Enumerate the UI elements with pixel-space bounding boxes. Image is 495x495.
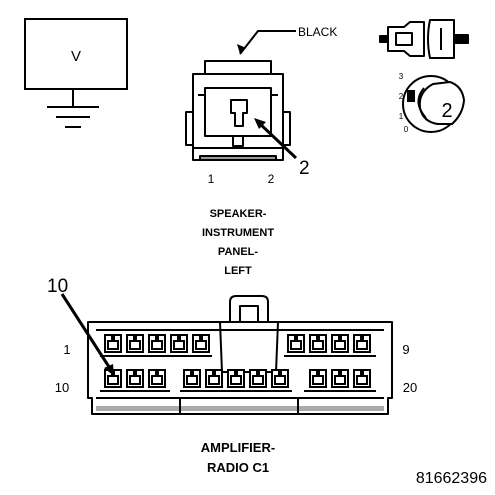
amp-row-label-top-left: 1 [63, 342, 70, 357]
connector-latch [230, 99, 248, 127]
speaker-pin-label-2: 2 [268, 172, 275, 186]
amp-pin-13 [183, 369, 201, 388]
dial-position-2: 2 [399, 92, 404, 101]
amp-row-label-bottom-right: 20 [403, 380, 417, 395]
amp-row-label-top-right: 9 [402, 342, 409, 357]
speaker-pin-label-1: 1 [208, 172, 215, 186]
color-leader-arrow [237, 44, 246, 54]
amp-pin-4 [170, 334, 188, 353]
amp-pin-2 [126, 334, 144, 353]
amp-callout-line [60, 293, 113, 371]
dial-position-0: 0 [404, 125, 409, 134]
position-dial-icon [402, 75, 466, 133]
dial-key-curve [417, 87, 427, 119]
amp-pin-9 [353, 334, 371, 353]
connector-key [232, 135, 244, 147]
amp-pin-5 [192, 334, 210, 353]
amp-pin-12 [148, 369, 166, 388]
amp-pin-6 [287, 334, 305, 353]
amp-pin-8 [331, 334, 349, 353]
amp-title-line-2: RADIO C1 [207, 460, 269, 475]
amp-pin-16 [249, 369, 267, 388]
amp-latch-inner [239, 305, 259, 322]
amp-title-line-1: AMPLIFIER- [201, 440, 275, 455]
dial-position-3: 3 [399, 72, 404, 81]
amp-bottom-row-pins [104, 369, 371, 388]
terminal-probe-icon [379, 19, 469, 59]
amp-pin-14 [205, 369, 223, 388]
amp-bottom-edge [96, 406, 384, 411]
probe-left-inner [395, 32, 413, 46]
amp-pin-1 [104, 334, 122, 353]
speaker-title-line-4: LEFT [224, 265, 252, 277]
amp-pin-19 [331, 369, 349, 388]
amp-pin-7 [309, 334, 327, 353]
dial-key [418, 80, 466, 125]
speaker-callout-line [256, 120, 298, 160]
speaker-title-line-1: SPEAKER- [210, 208, 267, 220]
amp-callout-number: 10 [47, 276, 68, 297]
speaker-callout-number: 2 [299, 158, 310, 179]
figure-id: 81662396 [416, 470, 487, 487]
color-leader-line [239, 30, 296, 55]
voltmeter-symbol [24, 18, 128, 128]
connector-left-tab [185, 111, 194, 146]
amp-pin-11 [126, 369, 144, 388]
amp-pin-17 [271, 369, 289, 388]
connector-cap [204, 60, 272, 75]
amp-pin-18 [309, 369, 327, 388]
amp-top-row-pins [104, 334, 371, 353]
probe-tip [453, 34, 469, 44]
connector-bottom-edge [199, 155, 277, 161]
speaker-callout-arrow [254, 118, 266, 129]
amp-callout-arrow [104, 364, 114, 376]
dial-position-1: 1 [399, 112, 404, 121]
speaker-connector [185, 60, 291, 161]
amp-row-label-bottom-left: 10 [55, 380, 69, 395]
connector-color-label: BLACK [298, 25, 337, 39]
dial-callout-number: 2 [441, 100, 452, 122]
amp-pin-15 [227, 369, 245, 388]
amp-pin-3 [148, 334, 166, 353]
dial-marker [407, 90, 415, 102]
amp-pin-20 [353, 369, 371, 388]
connector-right-tab [282, 111, 291, 146]
speaker-title-line-2: INSTRUMENT [202, 227, 274, 239]
voltmeter-box [24, 18, 128, 90]
voltmeter-label: V [71, 48, 81, 65]
speaker-title-line-3: PANEL- [218, 246, 258, 258]
